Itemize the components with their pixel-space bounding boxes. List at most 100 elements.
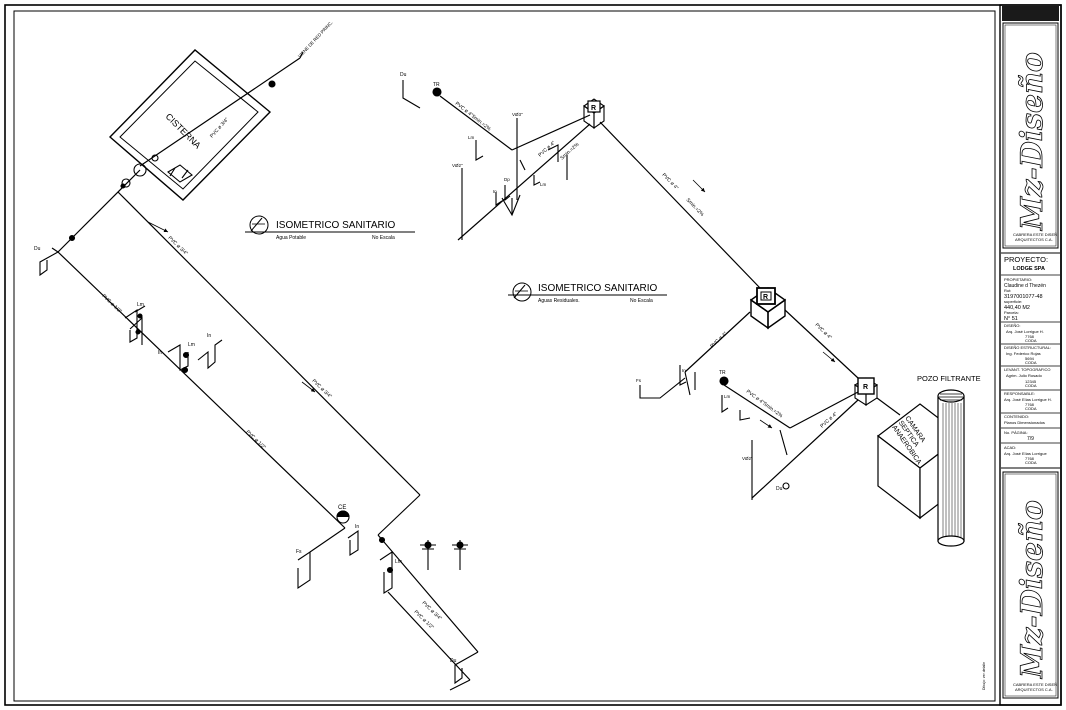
parcel-value: N° 51	[1004, 316, 1018, 322]
registry-box-bottom	[853, 377, 879, 407]
resp-label: RESPONSABLE:	[1004, 391, 1035, 396]
lm-trap-w1	[475, 140, 484, 161]
fixture-du-2: Du	[450, 658, 457, 664]
fixture-lm-2: Lm	[188, 342, 195, 348]
content-label: CONTENIDO:	[1004, 414, 1029, 419]
fixture-in-2: In	[158, 350, 162, 356]
shower-branch-2	[454, 651, 479, 685]
lm-trap-w2	[533, 175, 541, 186]
content-value: Planos Dimensionados	[1004, 420, 1045, 425]
flow-arrows-waste	[692, 179, 836, 429]
waste-subtitle: Aguas Residuales.	[538, 298, 580, 304]
ce-label: CE	[338, 505, 346, 511]
topo-name: Agrim. Julio Rosado	[1006, 373, 1043, 378]
fixture-fs: Fs	[296, 549, 302, 555]
fixture-lm-1: Lm	[137, 302, 144, 308]
project-label: PROYECTO:	[1004, 255, 1048, 264]
drawing-frame	[13, 10, 996, 702]
cistern-outline	[108, 49, 272, 201]
logo-top-sub-2: ARQUITECTOS C.A.	[1015, 237, 1053, 242]
waste-tr-2: TR	[719, 370, 726, 376]
resp-name: Arq. José Elías Lorrigue H.	[1004, 397, 1052, 402]
design-org: CODA	[1025, 338, 1037, 343]
trap-icon-2	[719, 376, 729, 386]
feed-line	[139, 57, 301, 167]
du-drain-top	[402, 80, 421, 109]
waste-vent-1: VØ3"	[512, 112, 523, 117]
waste-water-isometric	[402, 80, 965, 547]
potable-scale: No Escala	[372, 235, 395, 241]
waste-slope-1: Smin.=2%	[685, 197, 706, 218]
potable-water-isometric	[39, 49, 479, 691]
fixture-du-1: Du	[34, 246, 41, 252]
well-label: POZO FILTRANTE	[917, 374, 981, 383]
waste-in-2: In	[682, 368, 686, 373]
project-name: LODGE SPA	[1013, 266, 1045, 272]
waste-pipe-slope-b: PVC ø 4"Smin.=2%	[745, 389, 784, 420]
fixture-in-3: In	[355, 524, 359, 530]
registry-box-top	[583, 98, 605, 130]
logo-top-sub-1: CABRERA ESTE DISEÑ	[1013, 232, 1057, 237]
pipe-main-4-c	[784, 309, 859, 379]
struct-label: DISEÑO ESTRUCTURAL:	[1004, 345, 1051, 350]
pipe-main-4-a	[599, 121, 761, 289]
logo-top: Mz-Diseño	[1015, 52, 1050, 231]
seal-org: CODA	[1025, 460, 1037, 465]
seal-code: 7768	[1025, 456, 1035, 461]
struct-org: CODA	[1025, 360, 1037, 365]
top-branch-line	[420, 108, 585, 110]
cistern-inner	[119, 60, 259, 190]
waste-pipe-slope-a: PVC ø 4"Smin.=2%	[454, 101, 492, 133]
logo-bottom: Mz-Diseño	[1015, 500, 1050, 679]
waste-fs: Fs	[636, 378, 642, 383]
logo-bottom-sub-2: ARQUITECTOS C.A.	[1015, 687, 1053, 692]
trap-icon-1	[432, 87, 442, 97]
waste-dp: Dp	[504, 177, 510, 182]
struct-code: 5694	[1025, 356, 1035, 361]
waste-scale: No Escala	[630, 298, 653, 304]
waste-tr-1: TR	[433, 82, 440, 88]
branch-line-12	[57, 251, 346, 529]
pipe-label-12-a: PVC ø 1/2"	[101, 293, 123, 315]
sheet-value: 7/9	[1027, 436, 1034, 442]
waste-vent-2: VØ2"	[452, 163, 463, 168]
fixture-lm-3: Lm	[395, 559, 402, 565]
waste-lm-2: Lm	[540, 182, 547, 187]
in-fixture-2	[347, 529, 359, 556]
waste-pipe-4-d: PVC ø 4"	[814, 322, 833, 341]
area-value: 440,40 M2	[1004, 305, 1030, 311]
waste-lm-3: Lm	[724, 394, 731, 399]
fixture-in-1: In	[207, 333, 211, 339]
pipe-top-4	[511, 114, 591, 151]
waste-title-block: ISOMETRICO SANITARIO Aguas Residuales. N…	[508, 282, 667, 304]
topo-code: 12345	[1025, 379, 1037, 384]
main-line-34-long	[117, 191, 421, 496]
title-block: Mz-Diseño CABRERA ESTE DISEÑ ARQUITECTOS…	[999, 4, 1062, 706]
fixture-tree-2	[452, 540, 468, 570]
dp-trap	[504, 185, 511, 202]
design-name: Arq. José Lorrigue H.	[1006, 329, 1044, 334]
registry-box-middle	[749, 287, 787, 330]
pipe-lower-12	[387, 591, 471, 681]
pump-icon	[133, 163, 147, 177]
area-label: superficie:	[1004, 299, 1022, 304]
topo-org: CODA	[1025, 383, 1037, 388]
lm-fixture-1	[124, 308, 138, 343]
fs-branch	[639, 377, 686, 399]
feed-meter-icon	[268, 80, 276, 88]
in-trap-w1	[495, 192, 503, 207]
filter-well	[937, 389, 965, 547]
seal-name: Arq. José Elías Lorrigue	[1004, 451, 1047, 456]
waste-vent-3: VØ2"	[742, 456, 753, 461]
box-label-bottom: R	[863, 384, 868, 391]
lm-fixture-2	[167, 344, 189, 371]
fixture-tree-1	[420, 540, 436, 570]
waste-title: ISOMETRICO SANITARIO	[538, 283, 657, 294]
design-label: DISEÑO:	[1004, 323, 1020, 328]
struct-name: Ing. Federico Rojas	[1006, 351, 1041, 356]
waste-du-2: Du	[776, 486, 783, 492]
potable-title-block: ISOMETRICO SANITARIO Agua Potable No Esc…	[245, 215, 415, 241]
waste-slope-2: Smin.=2%	[559, 141, 580, 161]
lm-fixture-3	[379, 550, 393, 594]
